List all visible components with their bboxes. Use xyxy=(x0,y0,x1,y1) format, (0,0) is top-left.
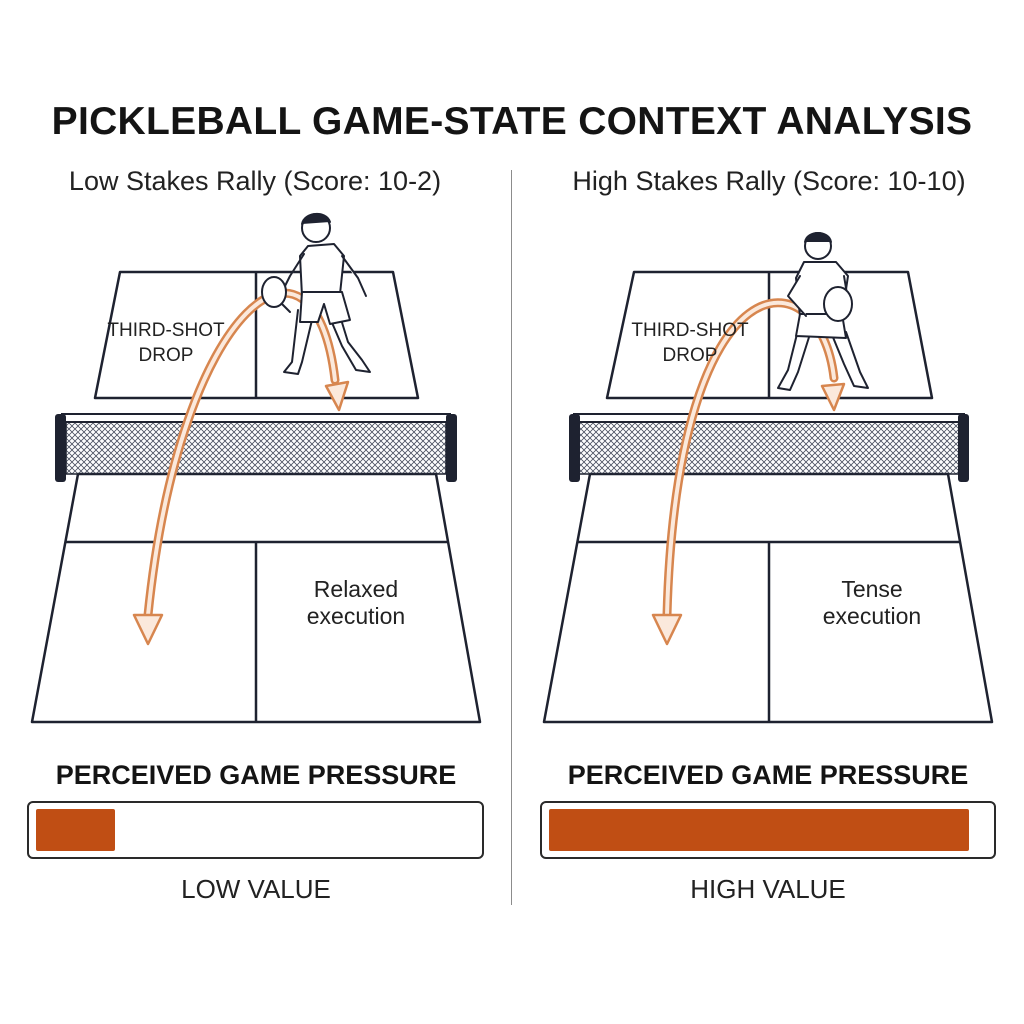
pressure-meter-fill xyxy=(36,809,115,851)
pressure-meter xyxy=(540,801,996,859)
pressure-meter-title: PERCEIVED GAME PRESSURE xyxy=(55,760,457,790)
pressure-meter-fill xyxy=(549,809,969,851)
shot-trajectory-arrow xyxy=(132,288,350,646)
pressure-meter-title: PERCEIVED GAME PRESSURE xyxy=(567,760,969,790)
shot-type-label: THIRD-SHOT DROP xyxy=(107,320,225,366)
pressure-meter xyxy=(27,801,484,859)
pressure-meter-caption: HIGH VALUE xyxy=(690,874,846,904)
net xyxy=(569,413,969,482)
net xyxy=(55,413,457,482)
execution-label: Relaxed execution xyxy=(306,576,406,629)
relaxed-player-with-paddle-icon xyxy=(261,213,371,375)
court-lines xyxy=(30,270,482,724)
diagram-title: PICKLEBALL GAME-STATE CONTEXT ANALYSIS xyxy=(51,100,973,143)
tense-player-with-paddle-icon xyxy=(777,232,869,391)
high-stakes-panel: High Stakes Rally (Score: 10-10) xyxy=(512,0,1024,1024)
panel-divider xyxy=(511,170,512,905)
shot-type-label: THIRD-SHOT DROP xyxy=(631,320,749,366)
low-stakes-panel: Low Stakes Rally (Score: 10-2) xyxy=(27,166,484,904)
court-diagram xyxy=(542,232,994,724)
panel-subtitle: High Stakes Rally (Score: 10-10) xyxy=(572,166,966,196)
pressure-meter-caption: LOW VALUE xyxy=(181,874,331,904)
panel-subtitle: Low Stakes Rally (Score: 10-2) xyxy=(68,166,442,196)
court-lines xyxy=(542,270,994,724)
execution-label: Tense execution xyxy=(822,576,922,629)
court-diagram xyxy=(30,213,482,724)
